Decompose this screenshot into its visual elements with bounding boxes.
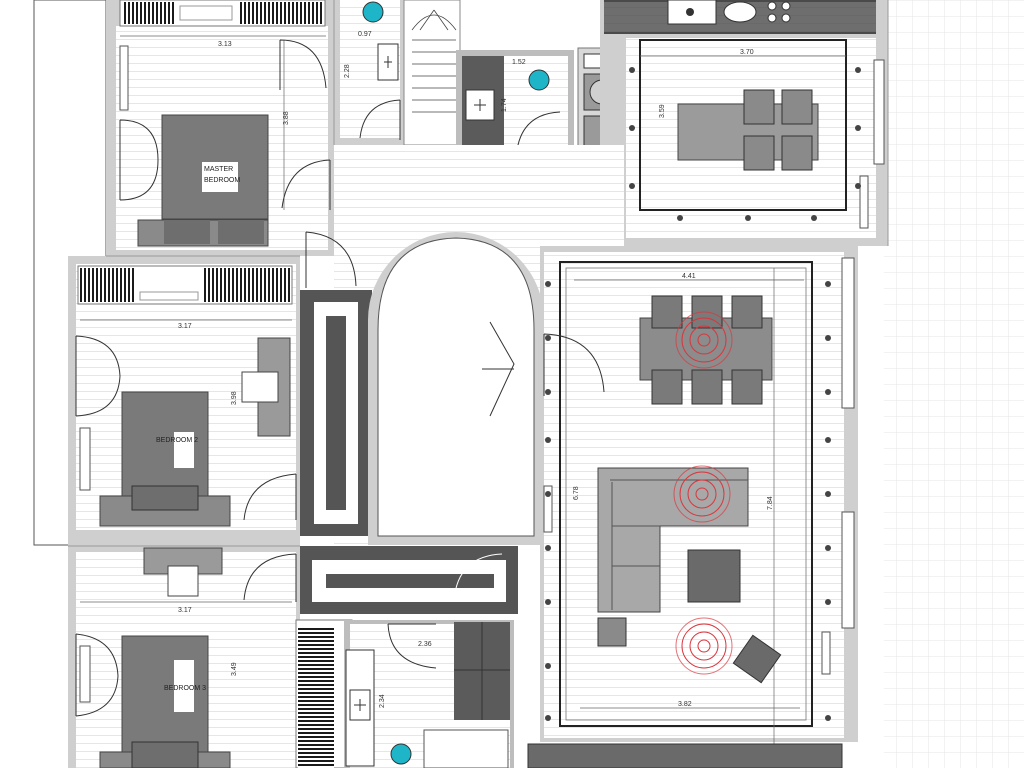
bedroom3-depth-label: 3.49 [231, 662, 238, 676]
sensor-icon [675, 617, 733, 675]
sensor-icon [673, 465, 731, 523]
living-depth-label: 6.78 [573, 486, 580, 500]
bath-top-width-label: 0.97 [358, 31, 372, 38]
bath-bottom-width-label: 2.36 [418, 641, 432, 648]
window [841, 257, 855, 409]
atrium [368, 232, 544, 545]
bedroom2-bed [121, 391, 209, 499]
bath-top-depth-label: 2.28 [344, 64, 351, 78]
window [543, 485, 553, 533]
bedroom2-depth-label: 3.98 [231, 391, 238, 405]
armchair [732, 634, 782, 684]
coffee-table [687, 549, 741, 603]
bedroom2-label: BEDROOM 2 [156, 437, 198, 444]
light-well-horizontal [300, 546, 518, 614]
living-width-top-label: 4.41 [682, 273, 696, 280]
toilet-icon [362, 1, 384, 23]
side-table [597, 617, 627, 647]
master-label-1: MASTER [204, 166, 233, 173]
column-marker-icon [545, 281, 831, 721]
door-swing-icon [387, 623, 437, 669]
master-width-label: 3.13 [218, 41, 232, 48]
bedroom3-label: BEDROOM 3 [164, 685, 206, 692]
door-swing-icon [243, 553, 297, 602]
wall-outlines [68, 0, 889, 547]
door-swing-icon [119, 119, 159, 201]
window [79, 645, 91, 703]
door-swing-icon [305, 231, 357, 288]
window [859, 175, 869, 229]
door-swing-icon [75, 633, 119, 717]
window [821, 631, 831, 675]
toilet-icon [390, 743, 412, 765]
bedroom-3: 3.17 3.49 BEDROOM 3 [68, 546, 300, 768]
living-width-bottom-label: 3.82 [678, 701, 692, 708]
tv-console [527, 743, 843, 768]
sink-icon [723, 1, 757, 23]
kitchen-depth-label: 3.59 [659, 104, 666, 118]
toilet-icon [528, 69, 550, 91]
door-swing-icon [543, 333, 605, 396]
window [79, 427, 91, 491]
bedroom2-width-label: 3.17 [178, 323, 192, 330]
stair-arrow-icon [482, 321, 515, 417]
sensor-icon [675, 311, 733, 369]
top-bathroom: 0.97 2.28 [334, 0, 404, 145]
door-swing-icon [243, 473, 297, 521]
bath-bottom-depth-label: 2.34 [379, 694, 386, 708]
window [873, 59, 885, 165]
wc-depth-label: 1.74 [501, 98, 508, 112]
door-swing-icon [279, 39, 327, 90]
door-swing-icon [281, 159, 331, 210]
master-bedroom: 3.13 3.88 MASTER BEDROOM [106, 0, 334, 256]
door-swing-icon [359, 99, 401, 140]
window [119, 45, 129, 111]
light-well-vertical [300, 290, 372, 536]
exterior-grid [884, 0, 1024, 768]
master-depth-label: 3.88 [283, 111, 290, 125]
living-room: 4.41 6.78 7.84 3.82 [540, 246, 858, 768]
bottom-bathroom: 2.36 2.34 [295, 619, 514, 768]
bedroom-2: 3.17 3.98 BEDROOM 2 [68, 256, 300, 546]
kitchen: 3.70 3.59 [600, 0, 888, 253]
living-outer-depth-label: 7.84 [767, 496, 774, 510]
wc-width-label: 1.52 [512, 59, 526, 66]
master-label-2: BEDROOM [204, 177, 240, 184]
door-swing-icon [75, 335, 121, 417]
kitchen-width-label: 3.70 [740, 49, 754, 56]
door-swing-icon [453, 553, 504, 601]
window [841, 511, 855, 629]
bedroom3-width-label: 3.17 [178, 607, 192, 614]
